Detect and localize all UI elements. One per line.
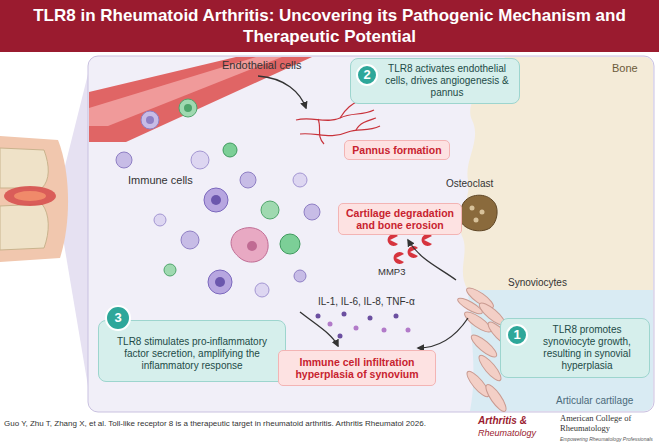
cytokine	[382, 328, 387, 333]
part-label: Immune cells	[128, 174, 218, 187]
immune-cell	[240, 172, 256, 188]
part-label: Endothelial cells	[222, 59, 332, 72]
cytokine	[394, 314, 399, 319]
number-text: 3	[114, 311, 121, 325]
cell-nucleus	[215, 277, 225, 287]
immune-cells	[116, 99, 320, 297]
node-text: TLR8 activates endothelial cells, drives…	[381, 63, 513, 99]
node-text: Cartilage degradation and bone erosion	[343, 207, 457, 231]
outcome-box: Pannus formation	[344, 140, 450, 160]
title-text: TLR8 in Rheumatoid Arthritis: Uncovering…	[0, 0, 659, 52]
immune-cell	[280, 234, 300, 254]
callout-number: 3	[105, 305, 131, 331]
immune-cell	[255, 283, 269, 297]
arrow	[408, 240, 456, 280]
immune-cell	[181, 231, 199, 249]
number-text: 1	[513, 328, 520, 342]
capillary	[356, 118, 376, 130]
part-label: Osteoclast	[446, 178, 516, 190]
synoviocyte	[483, 382, 510, 414]
osteoclast-nucleus	[480, 210, 485, 215]
cytokine	[354, 326, 359, 331]
arrow	[258, 76, 306, 108]
immune-cell	[204, 188, 228, 212]
logo-text: Arthritis &	[478, 415, 554, 427]
cytokine	[328, 322, 333, 327]
callout-box: TLR8 activates endothelial cells, drives…	[350, 58, 520, 104]
logo-text: American College of Rheumatology	[560, 413, 656, 433]
immune-cell	[294, 270, 306, 282]
osteoclast-nucleus	[470, 206, 475, 211]
cytokine	[342, 312, 347, 317]
callout-number: 1	[506, 324, 528, 346]
tibia	[0, 204, 48, 250]
part-label: Synoviocytes	[508, 277, 588, 289]
arrow	[300, 312, 338, 346]
cell-nucleus	[184, 104, 192, 112]
cell-nucleus	[247, 241, 257, 251]
immune-cell	[154, 214, 166, 226]
capillary	[318, 119, 324, 144]
immune-cell	[179, 99, 197, 117]
main-panel	[88, 56, 654, 412]
cytokine	[316, 314, 321, 319]
citation-caption: Guo Y, Zhu T, Zhang X, et al. Toll-like …	[4, 419, 454, 429]
journal-logo	[468, 414, 471, 436]
mmp3-molecule	[422, 234, 432, 246]
cytokine-label: IL-1, IL-6, IL-8, TNF-α	[318, 296, 438, 308]
macrophage	[231, 228, 268, 262]
logo-text: Rheumatology	[478, 428, 554, 439]
synoviocyte	[456, 296, 484, 317]
number-text: 2	[363, 68, 370, 82]
immune-cell	[191, 151, 209, 169]
callout-box: TLR8 stimulates pro-inflammatory factor …	[98, 320, 286, 382]
region-label: Bone	[612, 62, 652, 75]
cytokine	[406, 328, 411, 333]
capillary	[296, 110, 374, 120]
logo-glyph	[468, 414, 471, 436]
immune-cell	[116, 152, 132, 168]
immune-cell	[223, 143, 237, 157]
inflamed-joint-core	[14, 191, 46, 201]
region-label: Articular cartilage	[556, 395, 652, 407]
immune-cell	[208, 270, 232, 294]
immune-cell	[164, 264, 176, 276]
callout-box: TLR8 promotes synoviocyte growth, result…	[500, 318, 650, 378]
mmp3-molecule	[388, 234, 398, 246]
title-banner	[0, 0, 659, 52]
osteoclast-nucleus	[474, 218, 479, 223]
callout-number: 2	[356, 64, 378, 86]
mmp3-molecule	[394, 252, 404, 264]
new-capillaries	[296, 100, 380, 144]
node-text: Pannus formation	[352, 144, 441, 156]
immune-cell	[304, 204, 320, 220]
node-text: TLR8 promotes synoviocyte growth, result…	[531, 324, 643, 372]
cell-nucleus	[211, 195, 221, 205]
capillary	[300, 126, 380, 136]
immune-cell	[293, 173, 307, 187]
outcome-box: Cartilage degradation and bone erosion	[338, 203, 462, 235]
knee-illustration	[0, 136, 68, 262]
arrow	[418, 318, 468, 348]
outcome-box: Immune cell infiltration hyperplasia of …	[278, 350, 436, 386]
logo-tagline: Empowering Rheumatology Professionals	[560, 436, 656, 443]
node-text: TLR8 stimulates pro-inflammatory factor …	[107, 336, 277, 372]
immune-cell	[261, 201, 279, 219]
immune-cell	[141, 111, 159, 129]
cytokine	[368, 316, 373, 321]
cell-nucleus	[146, 116, 154, 124]
inflamed-joint	[4, 186, 56, 206]
node-text: Immune cell infiltration hyperplasia of …	[283, 356, 431, 380]
osteoclast-body	[459, 195, 497, 231]
osteoclast	[459, 195, 497, 231]
molecule-label: MMP3	[378, 266, 418, 277]
cytokine	[338, 334, 343, 339]
knee-skin	[0, 136, 68, 262]
femur	[0, 148, 48, 188]
